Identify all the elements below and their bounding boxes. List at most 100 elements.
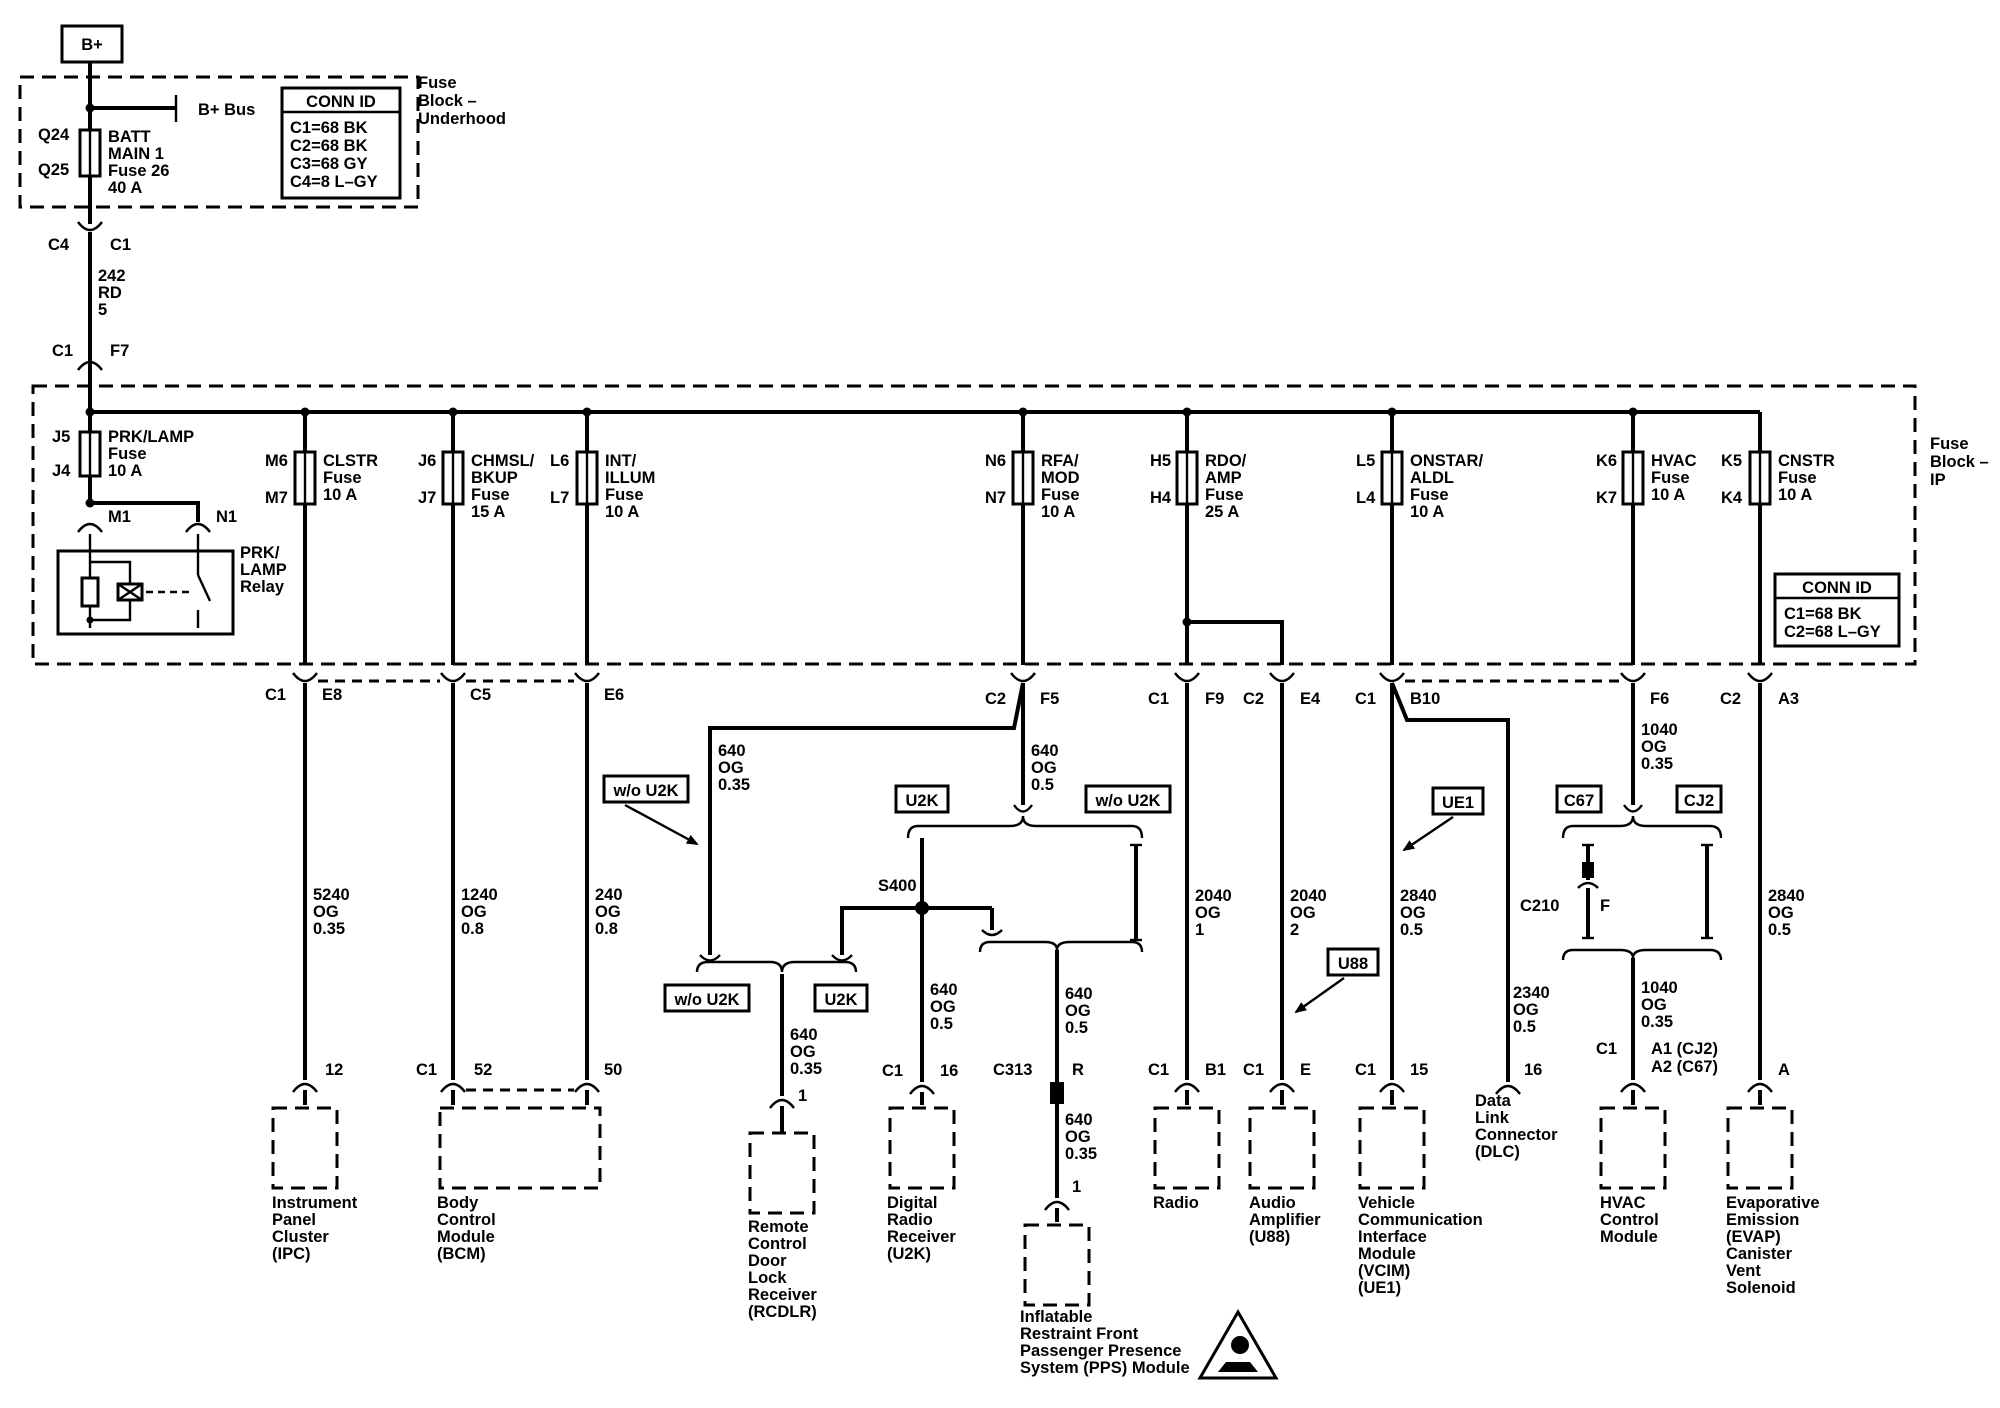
- batt-fuse-label: BATT MAIN 1 Fuse 26 40 A: [108, 128, 169, 197]
- b-plus-bus-label: B+ Bus: [198, 101, 255, 119]
- svg-text:BATT: BATT: [108, 128, 151, 146]
- svg-text:Control: Control: [437, 1211, 496, 1229]
- fuse-rdo: [1175, 412, 1284, 665]
- drr-name: Digital Radio Receiver (U2K): [887, 1194, 956, 1263]
- ip-output-connectors: [292, 672, 1773, 683]
- chmsl-top-pin: J6: [418, 452, 436, 470]
- svg-text:OG: OG: [461, 903, 487, 921]
- drr-pin: 16: [940, 1062, 958, 1080]
- amp-pin: E: [1300, 1061, 1311, 1079]
- svg-text:5: 5: [98, 301, 107, 319]
- feed-lower-left: C1: [52, 342, 73, 360]
- rfa-fuse-label: RFA/ MOD Fuse 10 A: [1041, 452, 1080, 521]
- dlc-wire-label: 2340 OG 0.5: [1513, 984, 1550, 1036]
- radio-module: [1153, 1106, 1221, 1190]
- svg-text:1240: 1240: [461, 886, 498, 904]
- svg-text:Fuse: Fuse: [1930, 435, 1969, 453]
- svg-text:Cluster: Cluster: [272, 1228, 329, 1246]
- vcim-pin: 15: [1410, 1061, 1428, 1079]
- svg-text:0.35: 0.35: [1641, 1013, 1673, 1031]
- rdo-bottom-pin: H4: [1150, 489, 1172, 507]
- svg-text:C2=68 BK: C2=68 BK: [290, 137, 368, 155]
- fuse-onstar: [1380, 412, 1404, 665]
- svg-text:OG: OG: [1641, 738, 1667, 756]
- clstr-fuse-label: CLSTR Fuse 10 A: [323, 452, 378, 504]
- svg-text:Vent: Vent: [1726, 1262, 1761, 1280]
- svg-text:RDO/: RDO/: [1205, 452, 1247, 470]
- svg-text:(DLC): (DLC): [1475, 1143, 1520, 1161]
- svg-text:Fuse: Fuse: [1410, 486, 1449, 504]
- svg-text:240: 240: [595, 886, 623, 904]
- rfa-option-branch: [840, 804, 1144, 1082]
- bcm-name: Body Control Module (BCM): [437, 1194, 496, 1263]
- ip-conn-id-lines: C1=68 BK C2=68 L–GY: [1784, 605, 1881, 641]
- tag-u88: U88: [1338, 955, 1368, 973]
- svg-text:1040: 1040: [1641, 979, 1678, 997]
- svg-text:Interface: Interface: [1358, 1228, 1427, 1246]
- svg-text:1: 1: [1195, 921, 1204, 939]
- fuse-hvac: [1621, 412, 1645, 665]
- int-fuse-label: INT/ ILLUM Fuse 10 A: [605, 452, 655, 521]
- svg-text:(UE1): (UE1): [1358, 1279, 1401, 1297]
- svg-text:25 A: 25 A: [1205, 503, 1239, 521]
- svg-text:0.5: 0.5: [1031, 776, 1054, 794]
- pps-lower-wire-label: 640 OG 0.35: [1065, 1111, 1097, 1163]
- fuse-clstr: [293, 412, 317, 665]
- hvac-pin-a1: A1 (CJ2): [1651, 1040, 1718, 1058]
- svg-text:LAMP: LAMP: [240, 561, 287, 579]
- feed-wire-label: 242 RD 5: [98, 267, 126, 319]
- svg-text:Fuse: Fuse: [418, 74, 457, 92]
- svg-text:IP: IP: [1930, 471, 1946, 489]
- svg-text:OG: OG: [1031, 759, 1057, 777]
- tag-pps-wo-u2k: w/o U2K: [1094, 792, 1160, 810]
- svg-text:C1=68 BK: C1=68 BK: [1784, 605, 1862, 623]
- svg-text:Fuse: Fuse: [108, 445, 147, 463]
- underhood-conn-id-box: [280, 86, 402, 200]
- svg-text:(RCDLR): (RCDLR): [748, 1303, 817, 1321]
- svg-text:Inflatable: Inflatable: [1020, 1308, 1092, 1326]
- svg-text:Fuse: Fuse: [1651, 469, 1690, 487]
- svg-text:0.35: 0.35: [1065, 1145, 1097, 1163]
- ipc-name: Instrument Panel Cluster (IPC): [272, 1194, 358, 1263]
- svg-text:MOD: MOD: [1041, 469, 1080, 487]
- svg-text:AMP: AMP: [1205, 469, 1242, 487]
- svg-text:CLSTR: CLSTR: [323, 452, 378, 470]
- svg-text:640: 640: [790, 1026, 818, 1044]
- vcim-wire-label: 2840 OG 0.5: [1400, 887, 1437, 939]
- bcm-pin-52: 52: [474, 1061, 492, 1079]
- svg-text:Fuse: Fuse: [605, 486, 644, 504]
- svg-text:Receiver: Receiver: [887, 1228, 956, 1246]
- evap-pin: A: [1778, 1061, 1790, 1079]
- svg-text:(U88): (U88): [1249, 1228, 1290, 1246]
- rcdlr-module: [748, 1131, 816, 1215]
- ip-fuse-block-outline: [31, 384, 1917, 666]
- svg-text:0.35: 0.35: [790, 1060, 822, 1078]
- rcdlr-wo-u2k-wire: [708, 682, 1025, 955]
- svg-text:(BCM): (BCM): [437, 1245, 486, 1263]
- svg-text:Audio: Audio: [1249, 1194, 1296, 1212]
- c210-conn: C210: [1520, 897, 1559, 915]
- svg-text:0.35: 0.35: [1641, 755, 1673, 773]
- svg-text:5240: 5240: [313, 886, 350, 904]
- svg-text:ONSTAR/: ONSTAR/: [1410, 452, 1483, 470]
- vcim-module: [1358, 1106, 1426, 1190]
- vcim-conn: C1: [1355, 1061, 1376, 1079]
- svg-text:242: 242: [98, 267, 126, 285]
- svg-text:System (PPS) Module: System (PPS) Module: [1020, 1359, 1190, 1377]
- svg-text:Remote: Remote: [748, 1218, 809, 1236]
- svg-text:C2=68 L–GY: C2=68 L–GY: [1784, 623, 1881, 641]
- svg-text:Emission: Emission: [1726, 1211, 1799, 1229]
- underhood-conn-id-lines: C1=68 BK C2=68 BK C3=68 GY C4=8 L–GY: [290, 119, 378, 191]
- underhood-conn-id-title: CONN ID: [306, 93, 376, 111]
- svg-text:640: 640: [1065, 1111, 1093, 1129]
- svg-text:OG: OG: [1641, 996, 1667, 1014]
- underhood-fuse-block-name: Fuse Block – Underhood: [418, 74, 506, 128]
- svg-text:2: 2: [1290, 921, 1299, 939]
- hvac-bottom-pin: K7: [1596, 489, 1617, 507]
- out-o6-pin: E4: [1300, 690, 1321, 708]
- evap-module: [1726, 1106, 1794, 1190]
- out-o7-conn: C1: [1355, 690, 1376, 708]
- svg-text:HVAC: HVAC: [1651, 452, 1697, 470]
- svg-text:2840: 2840: [1768, 887, 1805, 905]
- onstar-bottom-pin: L4: [1356, 489, 1376, 507]
